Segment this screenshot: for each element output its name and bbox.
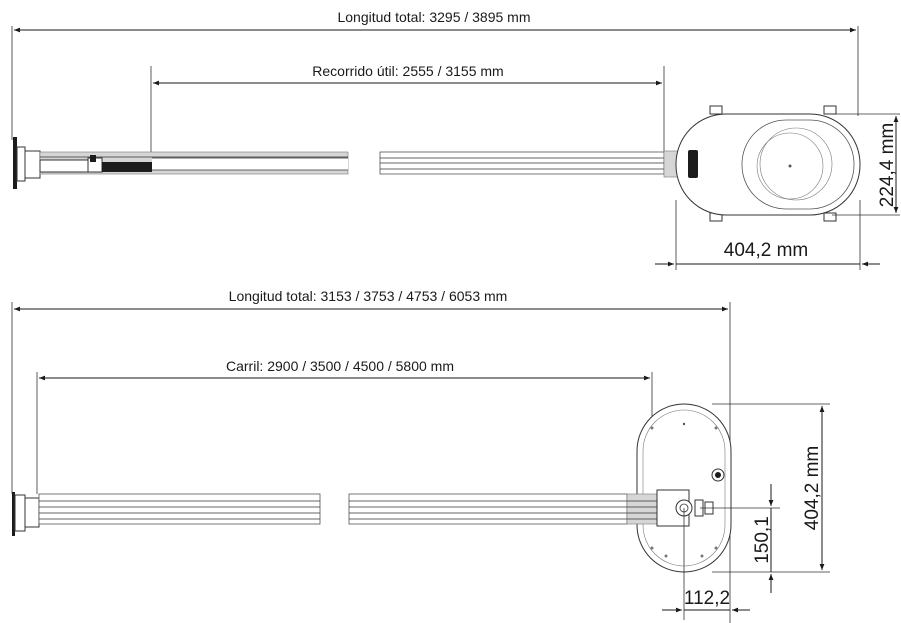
bottom-vertical-offset-dimension: 150,1 [700, 484, 780, 593]
top-height-label: 224,4 mm [877, 123, 898, 207]
top-rail-left [39, 151, 349, 175]
top-total-length-label: Longitud total: 3295 / 3895 mm [337, 9, 530, 25]
top-rail-right [379, 150, 679, 178]
bottom-horizontal-offset-label: 112,2 [684, 588, 730, 609]
top-wall-bracket [13, 137, 41, 189]
bottom-total-length-label: Longitud total: 3153 / 3753 / 4753 / 605… [229, 288, 508, 304]
bottom-horizontal-offset-dimension: 112,2 [662, 508, 750, 620]
bottom-rail-left [38, 493, 321, 525]
bottom-rail-dimension: Carril: 2900 / 3500 / 4500 / 5800 mm [36, 358, 653, 494]
top-motor-head [675, 105, 861, 222]
top-width-label: 404,2 mm [724, 240, 808, 261]
top-width-dimension: 404,2 mm [655, 200, 880, 270]
bottom-view: Longitud total: 3153 / 3753 / 4753 / 605… [11, 288, 830, 623]
bottom-height-label: 404,2 mm [802, 446, 823, 530]
bottom-wall-bracket [12, 492, 40, 536]
top-height-dimension: 224,4 mm [832, 113, 900, 216]
bottom-rail-right [348, 493, 628, 525]
bottom-motor-head [626, 403, 732, 573]
top-total-length-dimension: Longitud total: 3295 / 3895 mm [11, 9, 859, 140]
top-travel-label: Recorrido útil: 2555 / 3155 mm [312, 63, 503, 79]
belt-segment [102, 162, 152, 172]
bottom-vertical-offset-label: 150,1 [752, 516, 773, 564]
top-travel-dimension: Recorrido útil: 2555 / 3155 mm [150, 63, 665, 152]
top-view: Longitud total: 3295 / 3895 mm Recorrido… [11, 9, 900, 270]
bottom-rail-label: Carril: 2900 / 3500 / 4500 / 5800 mm [226, 358, 454, 374]
bottom-total-length-dimension: Longitud total: 3153 / 3753 / 4753 / 605… [11, 288, 731, 623]
